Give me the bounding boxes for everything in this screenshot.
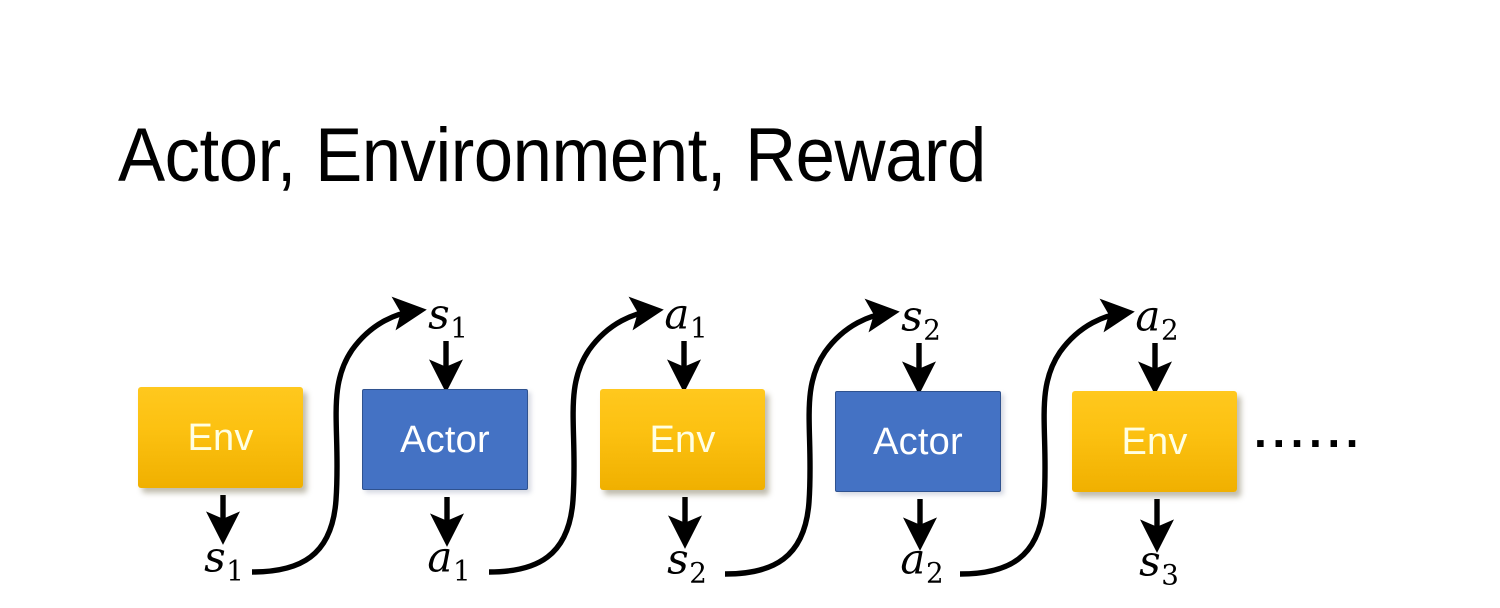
label-action-a2-top: a2 — [1135, 295, 1179, 347]
label-action-a2-bottom: a2 — [900, 538, 944, 590]
label-state-s1-top: s1 — [428, 293, 468, 345]
node-label: Actor — [400, 418, 490, 461]
label-state-s3-bottom: s3 — [1139, 540, 1179, 592]
symbol-subscript: 2 — [1160, 313, 1179, 347]
symbol-subscript: 1 — [226, 554, 244, 588]
symbol-base: a — [427, 532, 453, 582]
symbol-base: a — [1135, 291, 1161, 341]
symbol-subscript: 3 — [1161, 558, 1179, 592]
label-state-s2-bottom: s2 — [667, 538, 707, 590]
node-label: Env — [1121, 420, 1188, 463]
symbol-subscript: 1 — [452, 554, 471, 588]
symbol-subscript: 1 — [689, 311, 708, 345]
symbol-base: s — [901, 291, 923, 341]
symbol-base: s — [667, 534, 689, 584]
connector-s2-feedback — [724, 298, 900, 577]
node-label: Actor — [873, 420, 963, 463]
symbol-subscript: 2 — [925, 556, 944, 590]
connector-a1-feedback — [488, 296, 664, 575]
node-actor-2[interactable]: Actor — [835, 391, 1001, 492]
symbol-base: s — [428, 289, 450, 339]
connector-a2-feedback — [959, 298, 1135, 577]
label-action-a1-top: a1 — [664, 293, 708, 345]
label-state-s1-bottom: s1 — [204, 536, 244, 588]
connector-s1-feedback — [251, 296, 427, 575]
node-env-1[interactable]: Env — [138, 387, 303, 488]
symbol-base: a — [664, 289, 690, 339]
node-label: Env — [649, 418, 716, 461]
symbol-subscript: 1 — [450, 311, 468, 345]
node-actor-1[interactable]: Actor — [362, 389, 528, 490]
node-env-3[interactable]: Env — [1072, 391, 1237, 492]
label-action-a1-bottom: a1 — [427, 536, 471, 588]
symbol-base: a — [900, 534, 926, 584]
node-env-2[interactable]: Env — [600, 389, 765, 490]
symbol-base: s — [204, 532, 226, 582]
symbol-subscript: 2 — [689, 556, 707, 590]
symbol-base: s — [1139, 536, 1161, 586]
symbol-subscript: 2 — [923, 313, 941, 347]
node-label: Env — [187, 416, 254, 459]
continuation-ellipsis: ······ — [1254, 417, 1364, 469]
page-title: Actor, Environment, Reward — [118, 113, 986, 198]
label-state-s2-top: s2 — [901, 295, 941, 347]
